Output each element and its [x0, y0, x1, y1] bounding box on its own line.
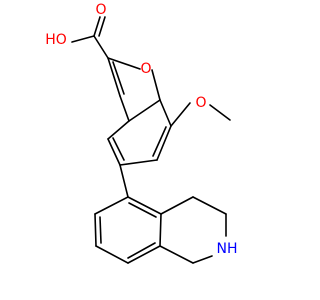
bond-q8-q8a — [127, 245, 161, 264]
bond-c4-c3a — [107, 120, 130, 140]
bond-c4-c3 — [192, 196, 227, 215]
bond-q8a-q4a — [159, 213, 162, 247]
bond-c2-c3-inner — [112, 61, 125, 95]
bond-c6-c5 — [119, 159, 158, 166]
chemical-structure: HO O O O NH — [0, 0, 300, 300]
bond-c-c2 — [93, 35, 109, 59]
bond-q6-q7 — [94, 213, 97, 247]
ring-oxygen-label: O — [140, 61, 151, 77]
bond-c5-c4 — [107, 138, 121, 166]
bond-c-o-top-1 — [93, 16, 101, 37]
bond-o1-c7a — [151, 69, 161, 101]
bond-c3a-c7a — [128, 99, 161, 122]
bond-c3-c3a — [119, 95, 130, 122]
bond-o-methyl — [209, 104, 231, 121]
bond-c1-q8a — [159, 245, 194, 264]
bond-q5-q6 — [94, 196, 129, 215]
background — [0, 0, 300, 300]
bond-q4a-c4 — [160, 196, 194, 215]
bond-q6-q7-inner — [99, 216, 102, 244]
carbonyl-oxygen-label: O — [95, 2, 106, 18]
bond-c7-c6-inner — [152, 126, 167, 157]
molecule-canvas: HO O O O NH — [0, 0, 300, 300]
bond-biaryl — [119, 164, 129, 198]
amine-label: NH — [217, 241, 238, 257]
bond-c7-c6 — [156, 125, 172, 161]
bond-c2-o1 — [107, 57, 141, 70]
bond-c7-o-methoxy — [170, 102, 191, 127]
bond-q4a-q5-inner — [128, 202, 157, 218]
bond-q4a-q5 — [127, 196, 162, 215]
bond-q8-q8a-inner — [127, 242, 156, 259]
bond-q7-q8 — [95, 245, 129, 264]
bond-c2-c3 — [107, 57, 121, 97]
hydroxyl-label: HO — [45, 32, 67, 48]
bond-oh-c — [71, 35, 95, 43]
bond-c5-c4-inner — [112, 137, 125, 161]
bond-n2-c1 — [192, 255, 213, 264]
methoxy-oxygen-label: O — [195, 95, 206, 111]
bond-c7a-c7 — [159, 99, 172, 127]
bond-c-o-top-2 — [98, 16, 106, 37]
